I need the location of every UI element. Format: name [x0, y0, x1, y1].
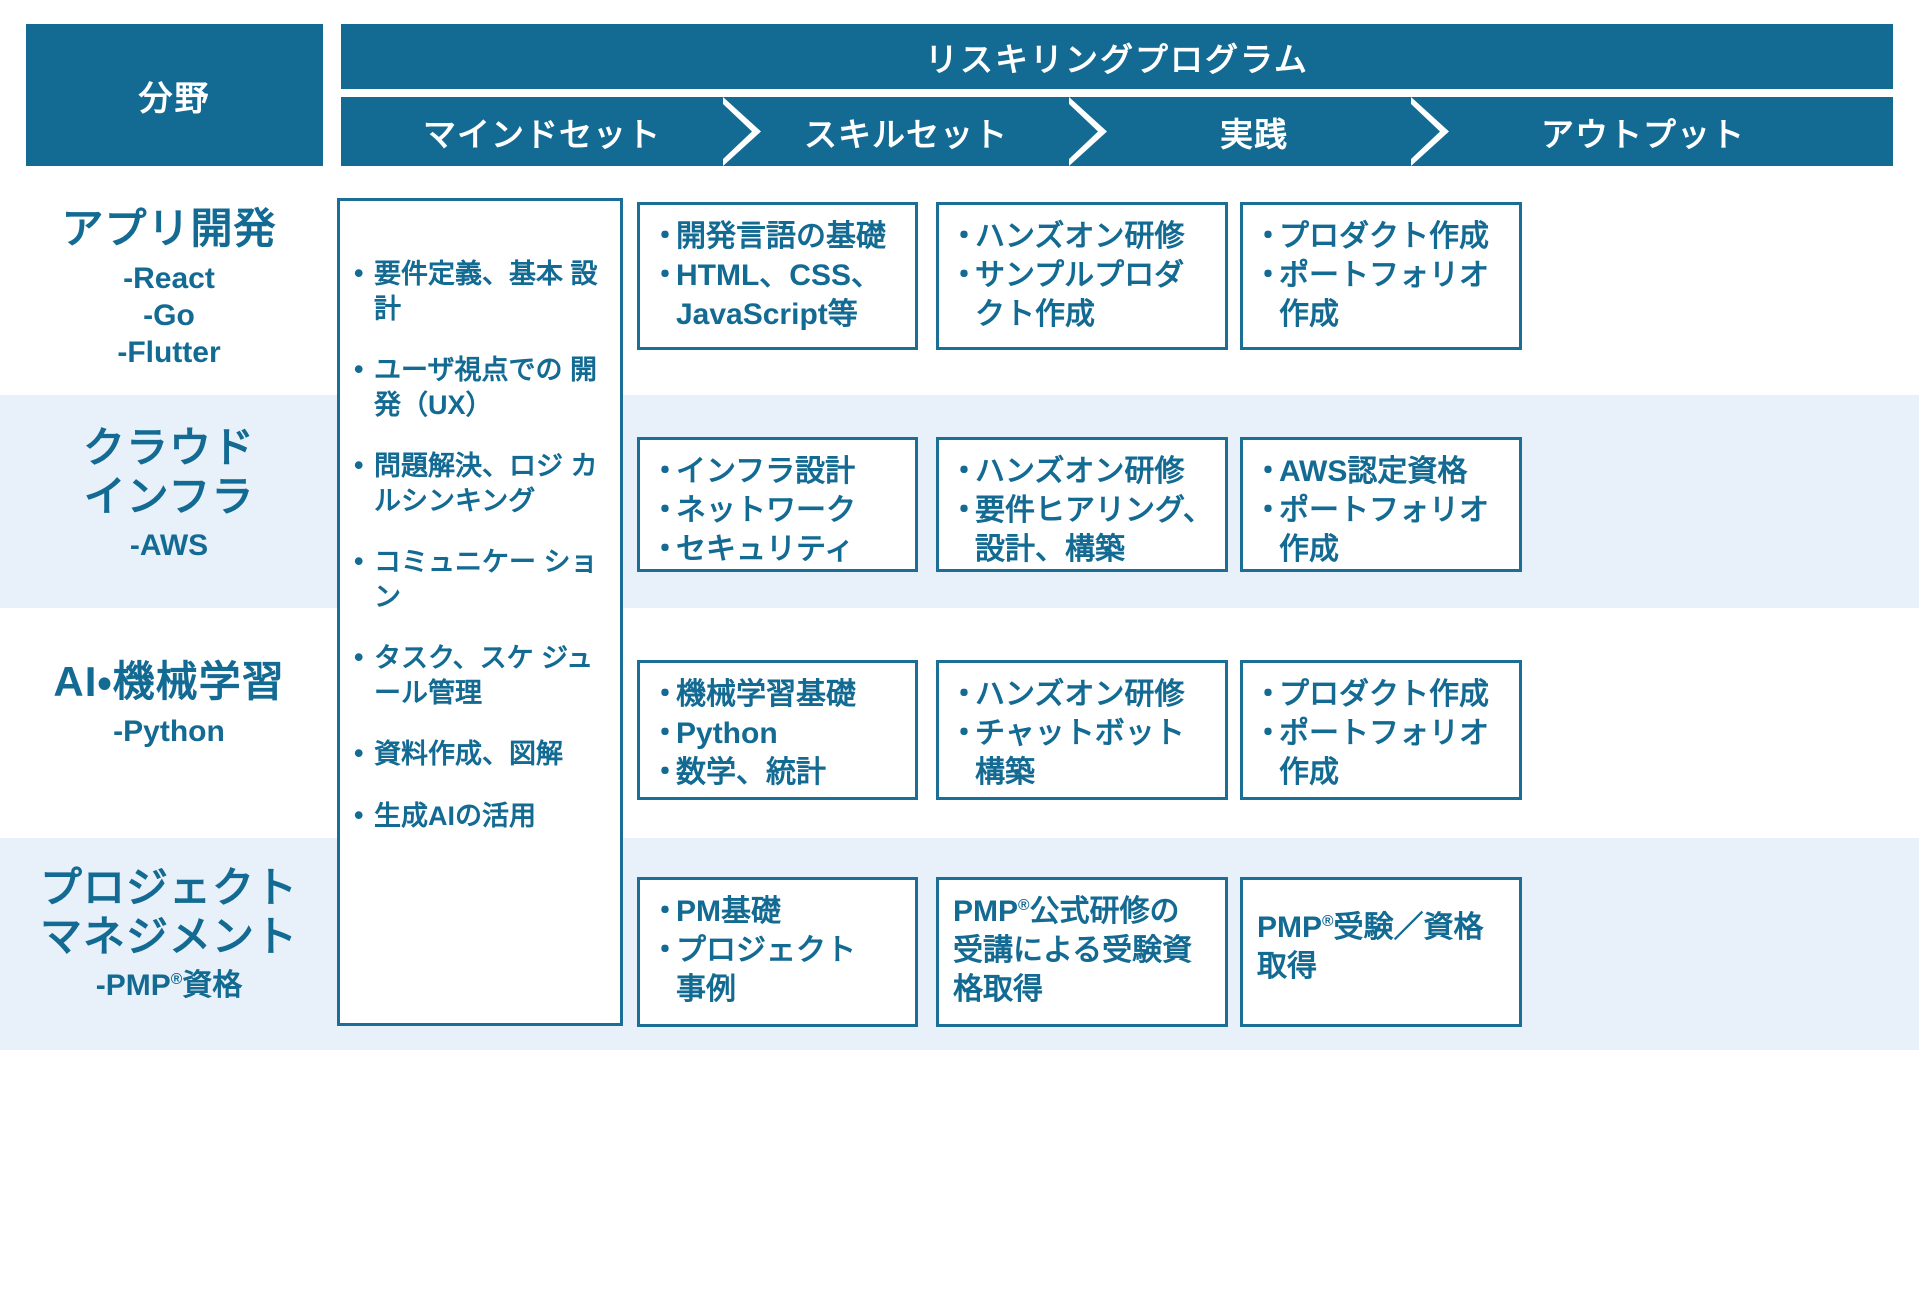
field-column-header: 分野	[26, 24, 323, 166]
cell-list: AWS認定資格 ポートフォリオ 作成	[1253, 452, 1509, 569]
stage-label-mindset: マインドセット	[423, 115, 661, 153]
mindset-bullet: 生成AIの活用	[354, 798, 608, 834]
field-title-ai: AI・機械学習	[53, 658, 285, 705]
cell-cloud-practice: ハンズオン研修 要件ヒアリング、 設計、構築	[936, 437, 1228, 572]
cell-text: PMP®公式研修の	[953, 895, 1180, 928]
cell-bullet: サンプルプロダ	[949, 256, 1215, 295]
cell-bullet: ネットワーク	[650, 491, 905, 530]
cell-bullet: AWS認定資格	[1253, 452, 1509, 491]
field-subs-cloud: -AWS	[14, 527, 324, 564]
field-sub-item: -Go	[143, 298, 195, 332]
cell-bullet: プロダクト作成	[1253, 217, 1509, 256]
cell-bullet: ポートフォリオ	[1253, 491, 1509, 530]
stage-label-skillset: スキルセット	[804, 115, 1008, 153]
cell-ai-output: プロダクト作成 ポートフォリオ 作成	[1240, 660, 1522, 800]
stage-label-output: アウトプット	[1541, 115, 1745, 153]
cell-bullet: Python	[650, 714, 905, 753]
cell-list: プロダクト作成 ポートフォリオ 作成	[1253, 675, 1509, 792]
cell-text: 取得	[1257, 950, 1317, 983]
cell-bullet-continued: JavaScript等	[676, 298, 858, 331]
cell-bullet: ハンズオン研修	[949, 675, 1215, 714]
cell-bullet-continued: 構築	[975, 756, 1035, 789]
cell-list: ハンズオン研修 サンプルプロダ クト作成	[949, 217, 1215, 334]
cell-bullet: インフラ設計	[650, 452, 905, 491]
cell-bullet: プロジェクト	[650, 931, 905, 970]
mindset-bullet: タスク、スケ ジュール管理	[354, 640, 608, 710]
stage-chevron-skillset[interactable]: スキルセット	[723, 97, 1107, 166]
field-cell-app: アプリ開発 -React -Go -Flutter	[14, 205, 324, 371]
cell-cloud-skillset: インフラ設計 ネットワーク セキュリティ	[637, 437, 918, 572]
cell-bullet: チャットボット	[949, 714, 1215, 753]
mindset-bullet-list: 要件定義、基本 設計 ユーザ視点での 開発（UX） 問題解決、ロジ カルシンキン…	[354, 256, 608, 834]
field-title-pm: プロジェクト マネジメント	[39, 864, 298, 960]
field-title-cloud: クラウド インフラ	[82, 424, 255, 520]
mindset-bullet: 要件定義、基本 設計	[354, 256, 608, 326]
cell-bullet: ハンズオン研修	[949, 217, 1215, 256]
field-subs-app: -React -Go -Flutter	[14, 260, 324, 372]
cell-bullet: ハンズオン研修	[949, 452, 1215, 491]
field-sub-item: -PMP®資格	[95, 969, 243, 1003]
cell-list: ハンズオン研修 要件ヒアリング、 設計、構築	[949, 452, 1215, 569]
cell-bullet: HTML、CSS、	[650, 256, 905, 295]
cell-list: PMP®公式研修の 受講による受験資 格取得	[953, 892, 1215, 1009]
cell-app-skillset: 開発言語の基礎 HTML、CSS、 JavaScript等	[637, 202, 918, 350]
cell-list: プロダクト作成 ポートフォリオ 作成	[1253, 217, 1509, 334]
stage-chevron-output[interactable]: アウトプット	[1411, 97, 1893, 166]
cell-bullet: セキュリティ	[650, 530, 905, 569]
cell-bullet-continued: クト作成	[975, 298, 1095, 331]
cell-pm-practice: PMP®公式研修の 受講による受験資 格取得	[936, 877, 1228, 1027]
stage-chevron-mindset[interactable]: マインドセット	[341, 97, 761, 166]
cell-pm-skillset: PM基礎 プロジェクト 事例	[637, 877, 918, 1027]
cell-bullet: 要件ヒアリング、	[949, 491, 1215, 530]
mindset-bullet: 資料作成、図解	[354, 736, 608, 772]
mindset-bullet: 問題解決、ロジ カルシンキング	[354, 448, 608, 518]
cell-text: PMP®受験／資格	[1257, 911, 1484, 944]
cell-list: インフラ設計 ネットワーク セキュリティ	[650, 452, 905, 569]
stage-chevron-practice[interactable]: 実践	[1069, 97, 1457, 166]
cell-list: 開発言語の基礎 HTML、CSS、 JavaScript等	[650, 217, 905, 334]
cell-app-practice: ハンズオン研修 サンプルプロダ クト作成	[936, 202, 1228, 350]
cell-bullet-continued: 設計、構築	[975, 533, 1125, 566]
cell-app-output: プロダクト作成 ポートフォリオ 作成	[1240, 202, 1522, 350]
field-sub-item: -Flutter	[117, 336, 221, 370]
cell-bullet: 機械学習基礎	[650, 675, 905, 714]
field-sub-item: -Python	[113, 714, 225, 748]
cell-bullet-continued: 事例	[676, 973, 736, 1006]
cell-list: 機械学習基礎 Python 数学、統計	[650, 675, 905, 792]
cell-list: ハンズオン研修 チャットボット 構築	[949, 675, 1215, 792]
cell-ai-skillset: 機械学習基礎 Python 数学、統計	[637, 660, 918, 800]
cell-bullet-continued: 作成	[1279, 298, 1339, 331]
cell-bullet-continued: 作成	[1279, 533, 1339, 566]
mindset-column-box: 要件定義、基本 設計 ユーザ視点での 開発（UX） 問題解決、ロジ カルシンキン…	[337, 198, 623, 1026]
program-banner: リスキリングプログラム	[341, 24, 1893, 89]
field-sub-item: -React	[123, 261, 215, 295]
field-sub-item: -AWS	[129, 529, 209, 563]
mindset-bullet: コミュニケー ション	[354, 544, 608, 614]
field-title-app: アプリ開発	[61, 205, 277, 252]
stage-label-practice: 実践	[1220, 115, 1288, 153]
cell-bullet: 開発言語の基礎	[650, 217, 905, 256]
diagram-header: 分野 リスキリングプログラム マインドセット スキルセット 実践	[0, 24, 1919, 166]
cell-bullet: ポートフォリオ	[1253, 256, 1509, 295]
field-cell-pm: プロジェクト マネジメント -PMP®資格	[14, 864, 324, 1005]
cell-ai-practice: ハンズオン研修 チャットボット 構築	[936, 660, 1228, 800]
cell-bullet: ポートフォリオ	[1253, 714, 1509, 753]
cell-bullet: PM基礎	[650, 892, 905, 931]
cell-bullet-continued: 作成	[1279, 756, 1339, 789]
mindset-bullet: ユーザ視点での 開発（UX）	[354, 352, 608, 422]
cell-text: 受講による受験資	[953, 934, 1193, 967]
cell-pm-output: PMP®受験／資格 取得	[1240, 877, 1522, 1027]
cell-text: 格取得	[953, 973, 1043, 1006]
cell-cloud-output: AWS認定資格 ポートフォリオ 作成	[1240, 437, 1522, 572]
field-cell-cloud: クラウド インフラ -AWS	[14, 424, 324, 565]
field-subs-ai: -Python	[14, 713, 324, 750]
field-subs-pm: -PMP®資格	[14, 967, 324, 1004]
cell-list: PM基礎 プロジェクト 事例	[650, 892, 905, 1009]
stage-chevron-row: マインドセット スキルセット 実践 アウトプット	[341, 97, 1893, 166]
cell-list: PMP®受験／資格 取得	[1257, 908, 1509, 986]
cell-bullet: 数学、統計	[650, 753, 905, 792]
field-cell-ai: AI・機械学習 -Python	[14, 658, 324, 750]
cell-bullet: プロダクト作成	[1253, 675, 1509, 714]
